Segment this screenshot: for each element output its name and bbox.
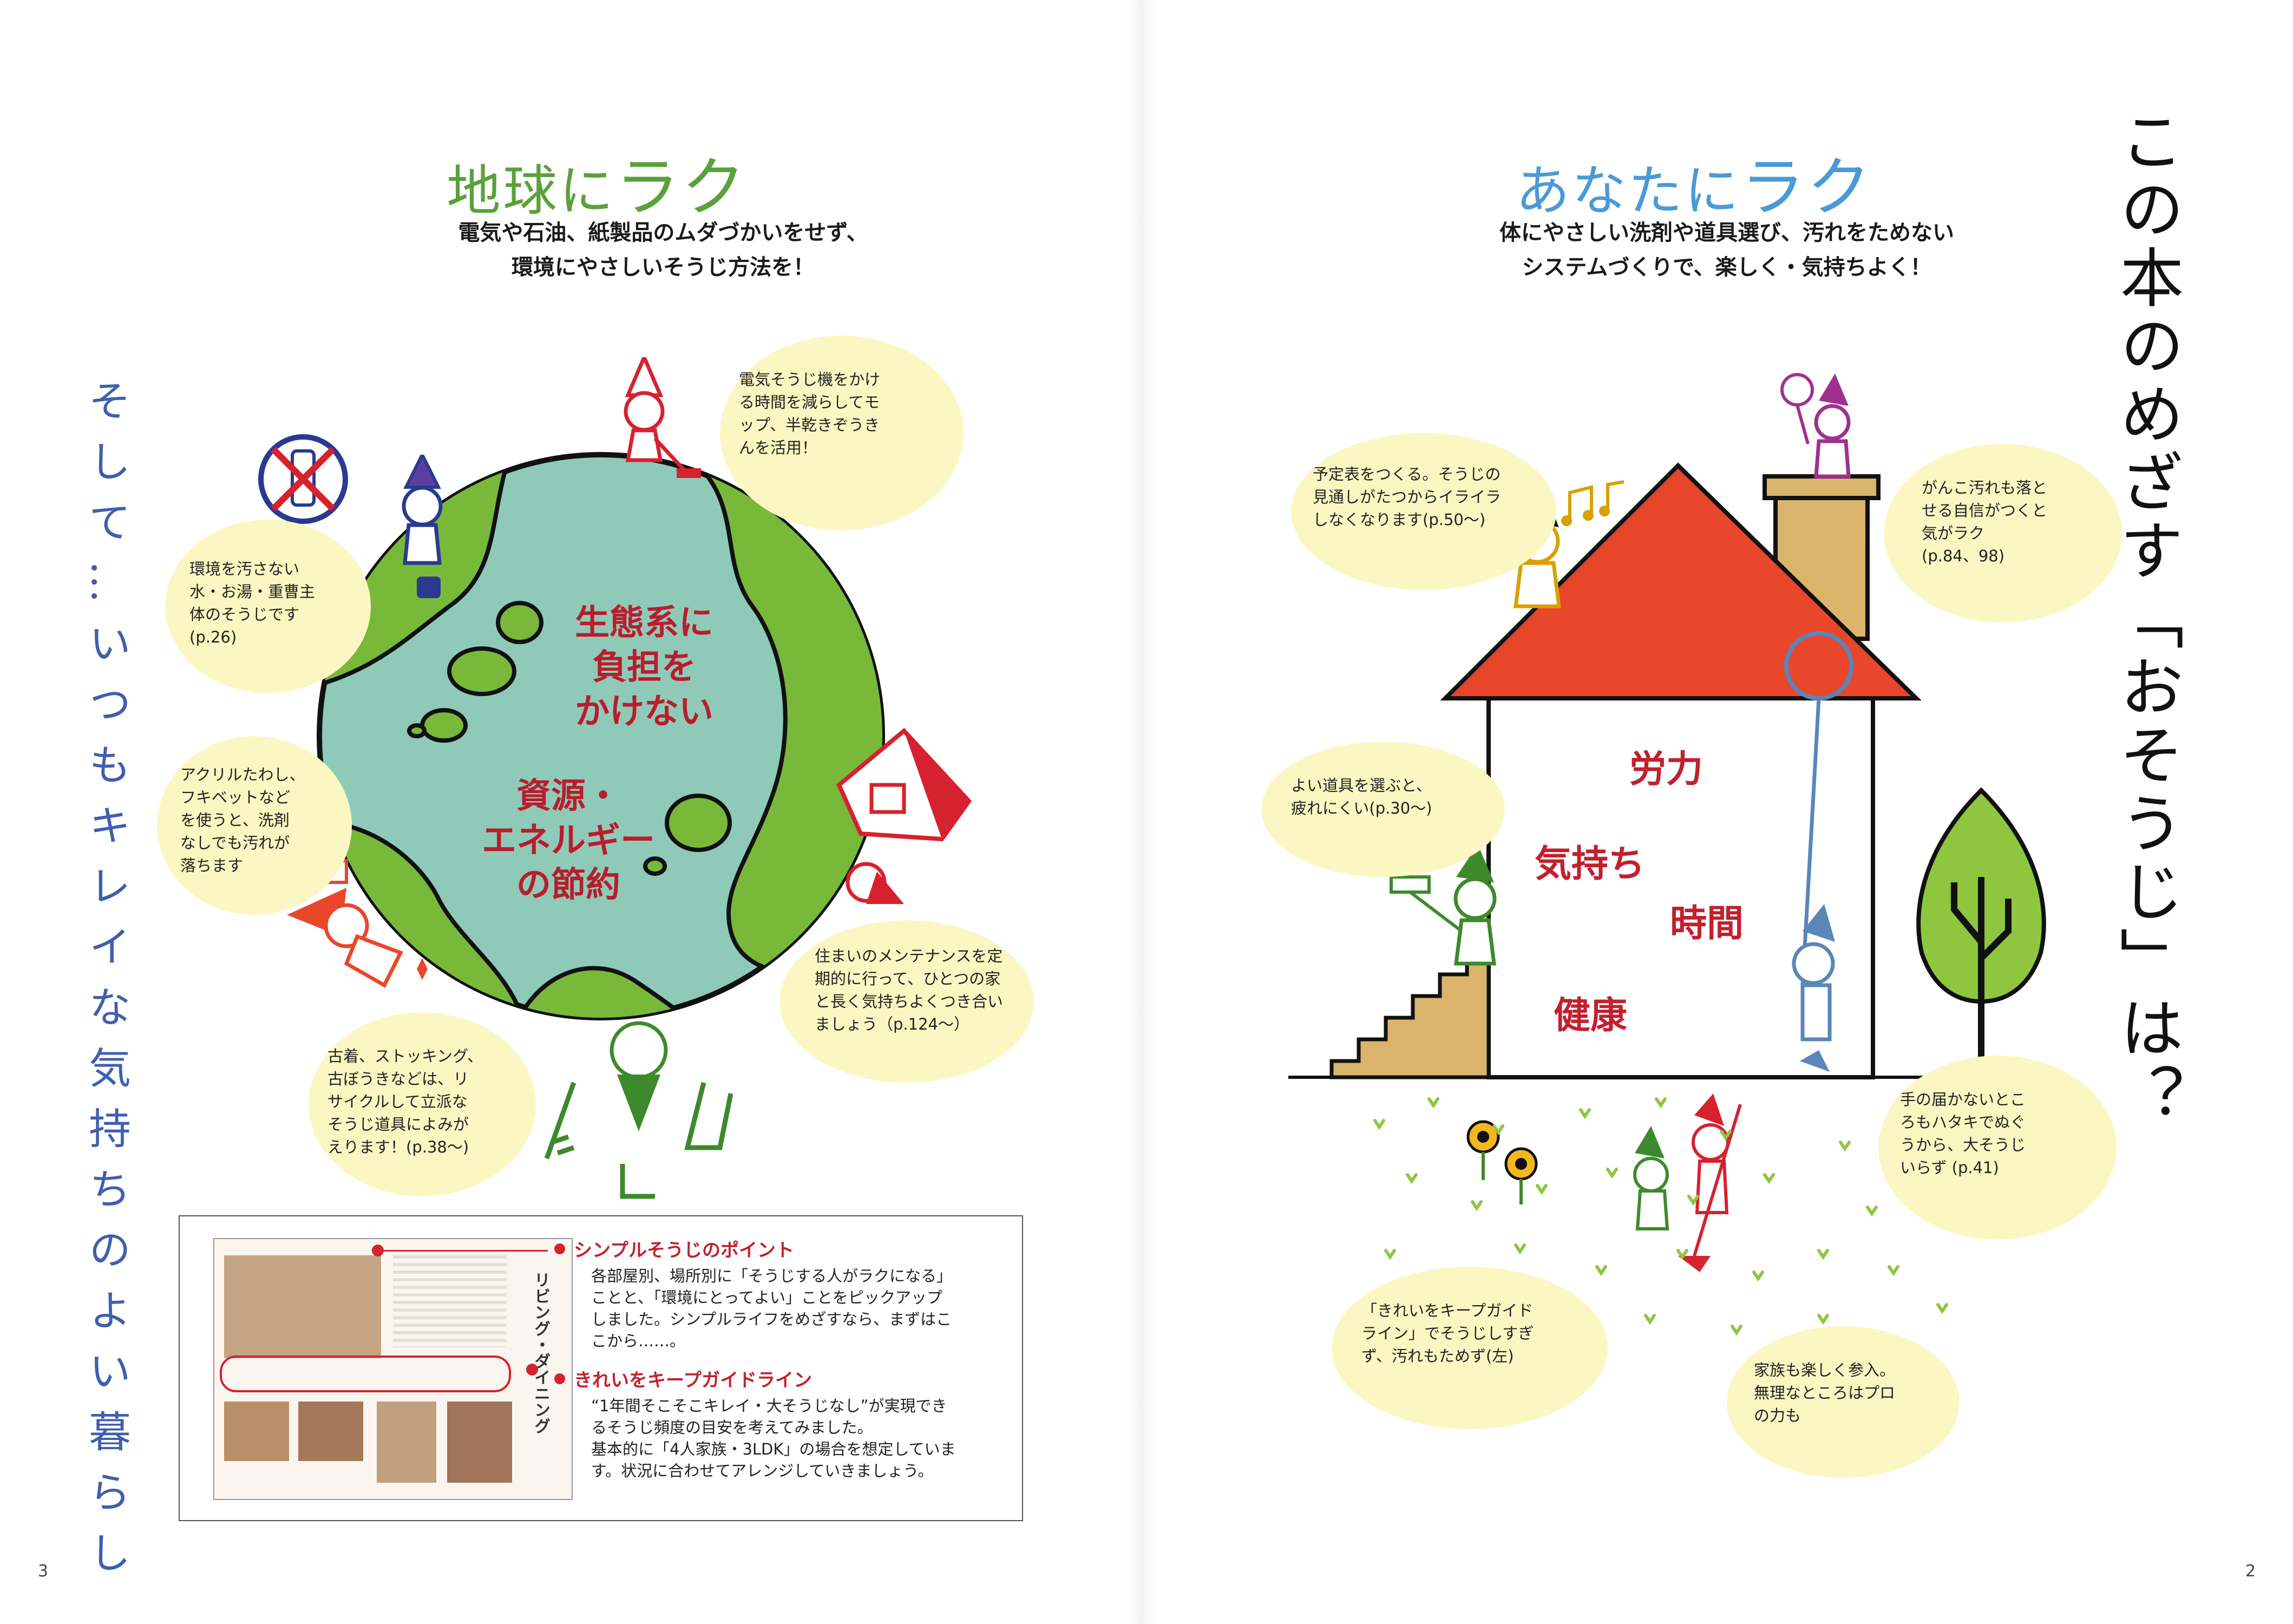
guide-thumbnail: リビング・ダイニング: [213, 1238, 573, 1500]
right-heading-part-2: ラク: [1741, 150, 1873, 225]
bubble-recycle-text: 古着、ストッキング、 古ぼうきなどは、リ サイクルして立派な そうじ道具によみが…: [327, 1047, 483, 1156]
thumbnail-photo-1: [224, 1255, 381, 1358]
gnome-with-roller-icon: [1390, 844, 1497, 966]
bubble-water-bg: [165, 520, 371, 693]
left-heading-part-2: ラク: [615, 150, 748, 225]
guide-point-bullet: [554, 1243, 565, 1254]
bubble-family-text: 家族も楽しく参入。 無理なところはプロ の力も: [1754, 1361, 1896, 1425]
guide-point-body: 各部屋別、場所別に「そうじする人がラクになる」 ことと、「環境にとってよい」こと…: [591, 1267, 953, 1350]
bubble-vacuum-text: 電気そうじ機をかけ る時間を減らしてモ ップ、半乾きぞうき んを活用！: [739, 370, 881, 457]
thumbnail-text-column: [393, 1255, 507, 1347]
page-gutter: [1126, 0, 1158, 1624]
left-intro: 電気や石油、紙製品のムダづかいをせず、 環境にやさしいそうじ方法を！: [458, 220, 868, 280]
right-heading-part-1: あなたに: [1516, 159, 1741, 222]
bubble-stubborn-text: がんこ汚れも落と せる自信がつくと 気がラク (p.84、98): [1922, 479, 2048, 565]
thumbnail-photo-4: [377, 1402, 436, 1483]
gnome-on-chimney-icon: [1780, 373, 1851, 479]
no-detergent-icon: [258, 434, 348, 524]
guide-keep-bullet: [554, 1373, 565, 1384]
right-intro: 体にやさしい洗剤や道具選び、汚れをためない システムづくりで、楽しく・気持ちよく…: [1499, 220, 1954, 280]
tree-icon: [1916, 787, 2046, 1083]
gnome-with-brush-icon: [287, 859, 428, 988]
guide-connector-1: [377, 1250, 548, 1252]
left-heading: 地球にラク: [447, 135, 748, 228]
music-notes-icon: [1561, 480, 1624, 526]
thumbnail-photo-3: [298, 1402, 363, 1461]
right-heading: あなたにラク: [1516, 135, 1873, 228]
right-vertical-title: この本のめざす「おそうじ」は？: [2109, 108, 2184, 1131]
guide-keep-title: きれいをキープガイドライン: [574, 1370, 812, 1391]
bubble-keep-text: 「きれいをキープガイド ライン」でそうじしすぎ ず、汚れもためず(左): [1361, 1301, 1534, 1365]
bubble-maintenance-text: 住まいのメンテナンスを定 期的に行って、ひとつの家 と長く気持ちよくつき合い ま…: [815, 947, 1004, 1033]
thumbnail-photo-2: [224, 1402, 289, 1461]
bubble-stubborn-bg: [1884, 444, 2122, 623]
guide-point-title: シンプルそうじのポイント: [574, 1240, 794, 1261]
gnome-with-house-icon: [836, 728, 972, 904]
bubble-tools-text: よい道具を選ぶと、 疲れにくい(p.30～): [1291, 776, 1432, 817]
left-vertical-text: そして…いつもキレイな気持ちのよい暮らし: [82, 379, 130, 1592]
sunflowers-icon: [1466, 1120, 1538, 1204]
gnome-with-duster-icon: [1784, 631, 1853, 1072]
bubble-keep-bg: [1332, 1267, 1608, 1429]
bubble-recycle-bg: [309, 1012, 536, 1196]
bubble-schedule-text: 予定表をつくる。そうじの 見通しがたつからイライラ しなくなります(p.50～): [1313, 465, 1502, 529]
gnome-thinking-icon: [402, 455, 443, 598]
thumbnail-guideline-band: [220, 1355, 511, 1392]
gnome-upside-down-icon: [544, 1021, 733, 1199]
bubble-acrylic-text: アクリルたわし、 フキベットなど を使うと、洗剤 なしでも汚れが 落ちます: [180, 765, 305, 875]
house-word-labor: 労力: [1629, 748, 1704, 791]
thumbnail-vertical-title: リビング・ダイニング: [531, 1272, 550, 1434]
house-word-feeling: 気持ち: [1535, 843, 1646, 886]
bubble-water-text: 環境を汚さない 水・お湯・重曹主 体のそうじです (p.26): [189, 560, 316, 646]
gnome-with-mop-icon: [624, 357, 701, 478]
globe-label-ecosystem: 生態系に 負担を かけない: [575, 603, 713, 732]
bubble-acrylic-bg: [157, 736, 352, 915]
house-word-time: 時間: [1670, 902, 1744, 945]
guide-box: リビング・ダイニング シンプルそうじのポイント 各部屋別、場所別に「そうじする人…: [179, 1215, 1023, 1521]
bubble-maintenance-bg: [779, 920, 1034, 1083]
bubble-family-bg: [1727, 1326, 1960, 1478]
left-heading-part-1: 地球に: [447, 159, 615, 222]
guide-keep-body: “1年間そこそこキレイ・大そうじなし”が実現でき るそうじ頻度の目安を考えてみま…: [591, 1397, 956, 1480]
house-word-health: 健康: [1554, 994, 1628, 1037]
right-page-number: 2: [2245, 1562, 2256, 1581]
bubble-duster-text: 手の届かないとこ ろもハタキでぬぐ うから、大そうじ いらず (p.41): [1900, 1090, 2026, 1177]
thumbnail-photo-5: [447, 1402, 512, 1483]
bubble-schedule-bg: [1291, 433, 1556, 590]
bubble-duster-bg: [1878, 1056, 2117, 1240]
earth-illustration: [317, 452, 885, 1020]
bubble-vacuum-bg: [720, 336, 964, 531]
globe-label-resources: 資源・ エネルギー の節約: [482, 776, 655, 905]
bubble-tools-bg: [1261, 742, 1505, 877]
guide-dot-2: [526, 1364, 538, 1376]
left-page-number: 3: [38, 1562, 49, 1581]
gnome-children-raking-icon: [1633, 1093, 1742, 1272]
guide-dot-1: [372, 1245, 384, 1256]
